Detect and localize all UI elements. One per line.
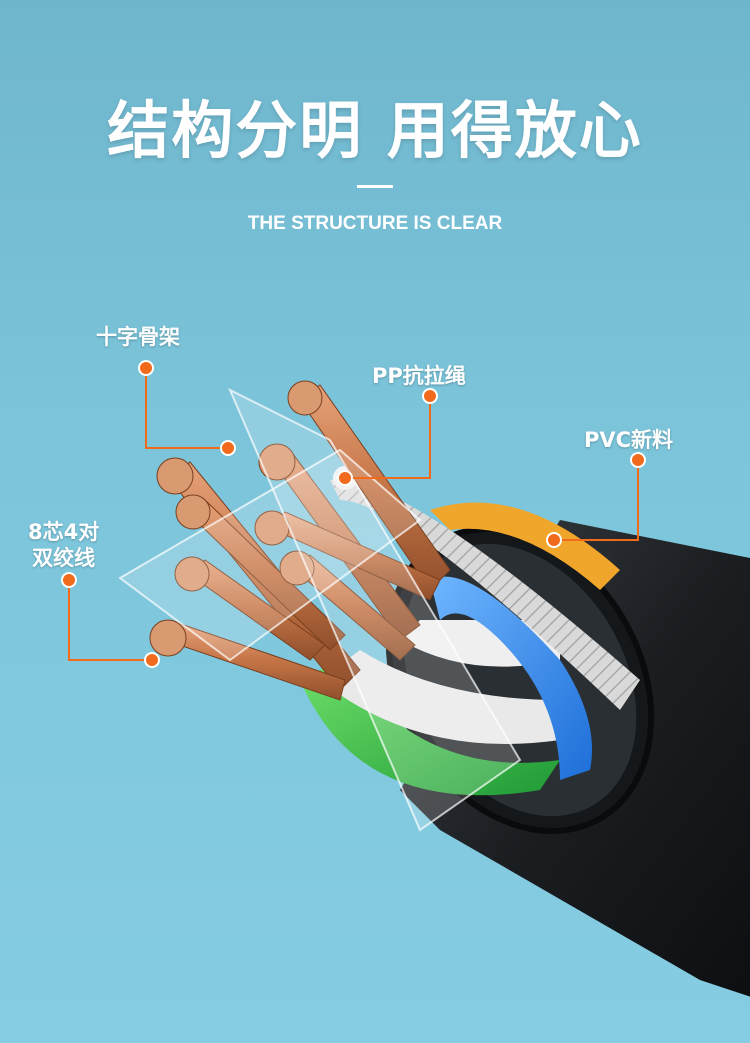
callout-cross-frame: 十字骨架 [96, 325, 180, 349]
white-wire-lower [320, 650, 560, 744]
pp-rope [330, 479, 640, 710]
title-divider [357, 185, 393, 188]
callout-pvc: PVC新料 [584, 428, 674, 452]
page-title: 结构分明 用得放心 [107, 94, 643, 167]
callout-twisted-line2: 双绞线 [32, 546, 96, 570]
callout-pp-rope: PP抗拉绳 [372, 364, 466, 388]
copper-conductors [149, 380, 451, 701]
page-subtitle: THE STRUCTURE IS CLEAR [247, 213, 503, 234]
callout-dots [61, 360, 646, 668]
callout-twisted-pair: 8芯4对 双绞线 [28, 519, 99, 571]
callout-lines [68, 368, 639, 661]
cross-frame [118, 387, 522, 832]
blue-wire [430, 576, 592, 780]
callout-twisted-line1: 8芯4对 [28, 520, 100, 544]
orange-wire [430, 502, 620, 590]
